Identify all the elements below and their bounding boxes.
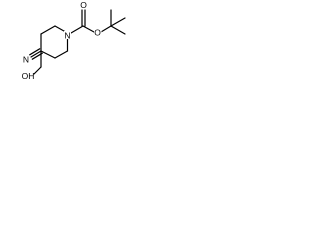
chemical-structure-diagram: N O O N OH: [22, 0, 126, 81]
ester-oxygen-mask: [94, 28, 102, 36]
nitrile-triple-bond-2: [30, 50, 42, 58]
bond-ch2-oh: [33, 66, 42, 75]
bond-tbutyl-methyl-right: [110, 17, 126, 27]
ring-nitrogen-label: N: [64, 31, 70, 41]
carbonyl-oxygen-label: O: [80, 0, 87, 10]
ester-oxygen-label: O: [94, 28, 101, 38]
carbonyl-oxygen-mask: [79, 1, 87, 9]
ring-bond-c5-c4: [40, 50, 56, 59]
ring-nitrogen-mask: [64, 31, 71, 39]
ring-bond-c3-c2: [40, 25, 56, 35]
bond-carbonyl-ester-oxygen: [82, 25, 95, 33]
bond-tbutyl-methyl-down: [110, 25, 126, 35]
hydroxyl-label: OH: [22, 71, 35, 81]
nitrile-nitrogen-label: N: [23, 55, 29, 65]
ring-bond-c6-c5: [54, 50, 69, 59]
bond-ester-oxygen-tbutyl: [100, 25, 112, 33]
bond-n-carbonyl-carbon: [70, 25, 84, 34]
nitrile-triple-bond-1: [29, 48, 41, 56]
